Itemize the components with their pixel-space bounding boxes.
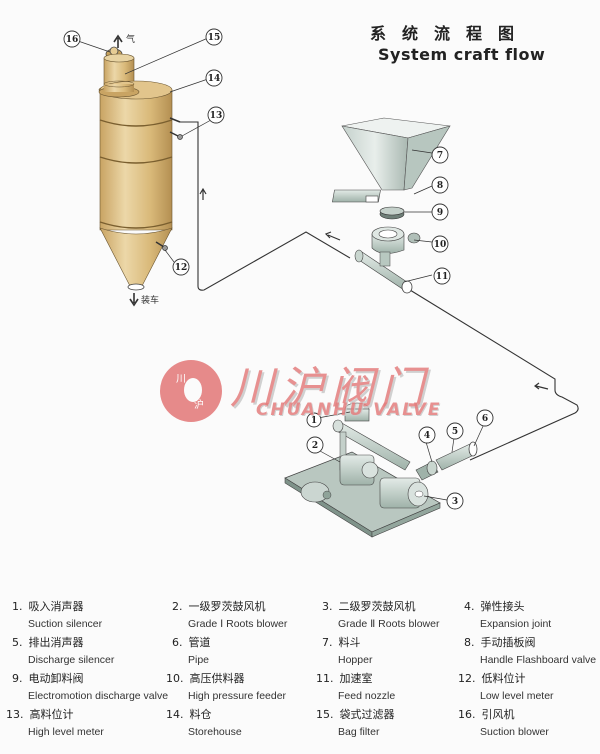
- legend-item-12: 12.低料位计 Low level meter: [458, 672, 554, 702]
- legend-item-4: 4.弹性接头 Expansion joint: [464, 600, 552, 630]
- legend-item-11: 11.加速室 Feed nozzle: [316, 672, 396, 702]
- callout-15: 15: [205, 28, 223, 46]
- legend-item-15: 15.袋式过滤器 Bag filter: [316, 708, 395, 738]
- feed-nozzle: [354, 249, 413, 294]
- svg-text:12: 12: [175, 263, 188, 273]
- exhaust-arrow-icon: [113, 34, 123, 48]
- callout-7: 7: [431, 146, 449, 164]
- callout-16: 16: [63, 30, 81, 48]
- legend-item-7: 7.料斗 Hopper: [322, 636, 373, 666]
- callout-11: 11: [433, 267, 451, 285]
- discharge-note: 装车: [141, 294, 159, 306]
- handle-flashboard-valve: [332, 189, 381, 203]
- low-level-meter: [155, 241, 165, 248]
- callout-5: 5: [446, 422, 464, 440]
- suction-silencer: [344, 402, 370, 422]
- legend-item-14: 14.料仓 Storehouse: [166, 708, 242, 738]
- flow-direction-arrow-icon: [199, 187, 549, 390]
- legend-item-10: 10.高压供料器 High pressure feeder: [166, 672, 287, 702]
- legend-item-5: 5.排出消声器 Discharge silencer: [12, 636, 115, 666]
- exhaust-note: 气: [126, 33, 135, 45]
- svg-text:1: 1: [311, 416, 317, 426]
- electromotion-discharge-valve: [379, 206, 405, 220]
- svg-text:7: 7: [437, 151, 443, 161]
- legend-item-6: 6.管道 Pipe: [172, 636, 211, 666]
- callout-3: 3: [446, 492, 464, 510]
- callout-13: 13: [207, 106, 225, 124]
- svg-text:2: 2: [312, 441, 318, 451]
- roots-blower-grade-2: [379, 477, 429, 509]
- process-diagram: 气 装车: [63, 28, 579, 538]
- callout-8: 8: [431, 176, 449, 194]
- svg-text:13: 13: [210, 111, 223, 121]
- svg-text:14: 14: [208, 74, 221, 84]
- legend-item-1: 1.吸入消声器 Suction silencer: [12, 600, 103, 630]
- high-level-meter-upper: [169, 117, 181, 123]
- title-english: System craft flow: [378, 45, 546, 64]
- hopper: [341, 117, 451, 191]
- discharge-arrow-icon: [129, 293, 139, 307]
- callout-4: 4: [418, 426, 436, 444]
- callout-14: 14: [205, 69, 223, 87]
- svg-text:10: 10: [434, 240, 447, 250]
- legend-item-13: 13.高料位计 High level meter: [6, 708, 104, 738]
- legend-item-9: 9.电动卸料阀 Electromotion discharge valve: [12, 672, 169, 702]
- legend-item-3: 3.二级罗茨鼓风机 Grade Ⅱ Roots blower: [322, 600, 440, 630]
- svg-text:6: 6: [482, 414, 488, 424]
- svg-text:3: 3: [452, 497, 458, 507]
- svg-text:8: 8: [437, 181, 443, 191]
- legend-item-2: 2.一级罗茨鼓风机 Grade Ⅰ Roots blower: [172, 600, 288, 630]
- callout-2: 2: [306, 436, 324, 454]
- callout-12: 12: [172, 258, 190, 276]
- discharge-silencer: [435, 441, 478, 471]
- callout-9: 9: [431, 203, 449, 221]
- expansion-joint: [415, 460, 439, 481]
- connecting-pipe: [332, 419, 411, 471]
- callout-1: 1: [306, 412, 322, 428]
- svg-text:15: 15: [208, 33, 221, 43]
- conveying-pipeline: [180, 121, 579, 461]
- svg-text:9: 9: [437, 208, 443, 218]
- legend-item-8: 8.手动插板阀 Handle Flashboard valve: [464, 636, 597, 666]
- svg-text:5: 5: [452, 427, 458, 437]
- svg-text:11: 11: [436, 272, 449, 282]
- svg-text:4: 4: [424, 431, 430, 441]
- storehouse-silo: [98, 46, 183, 291]
- callout-leaders: [77, 37, 485, 501]
- callout-10: 10: [431, 235, 449, 253]
- high-pressure-feeder: [371, 226, 421, 254]
- legend-item-16: 16.引风机 Suction blower: [458, 708, 549, 738]
- title-chinese: 系统流程图: [370, 24, 531, 43]
- callout-6: 6: [476, 409, 494, 427]
- roots-blower-grade-1: [300, 454, 379, 503]
- svg-text:16: 16: [66, 35, 79, 45]
